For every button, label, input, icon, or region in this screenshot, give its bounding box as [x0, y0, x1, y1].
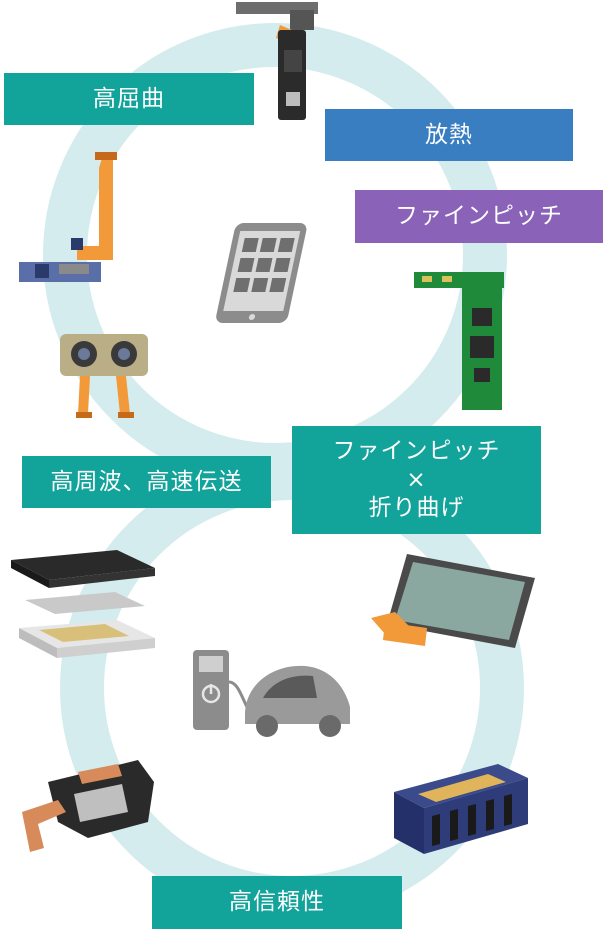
label-high-frequency: 高周波、高速伝送: [22, 456, 271, 508]
power-module-image: [11, 550, 155, 658]
smartphone-pcb-image: [236, 2, 318, 120]
fine-pitch-pcb-image: [414, 272, 504, 410]
high-flex-fpc-image: [19, 152, 117, 282]
label-heat-dissipation: 放熱: [325, 109, 573, 161]
display-panel-image: [371, 554, 535, 648]
battery-pack-image: [394, 764, 528, 854]
label-fine-pitch-bend-line3: 折り曲げ: [368, 495, 465, 522]
label-high-flex: 高屈曲: [4, 73, 254, 125]
label-fine-pitch-bend-line1: ファインピッチ: [332, 437, 501, 464]
smartphone-icon: [216, 223, 307, 323]
label-fine-pitch-bend-line2: ×: [406, 466, 427, 493]
label-reliability: 高信頼性: [152, 876, 402, 929]
busbar-assembly-image: [22, 760, 154, 852]
label-fine-pitch-bend: ファインピッチ × 折り曲げ: [292, 426, 541, 534]
label-fine-pitch: ファインピッチ: [355, 190, 603, 243]
camera-module-image: [60, 334, 148, 418]
ev-charging-icon: [193, 650, 350, 737]
